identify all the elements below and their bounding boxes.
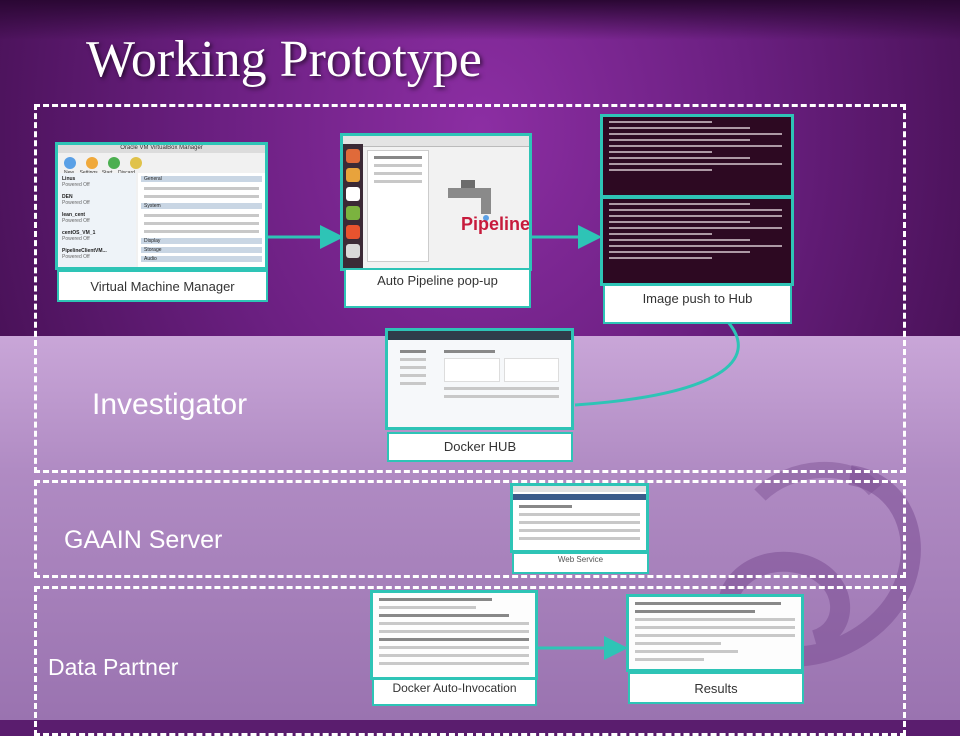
zone-label-investigator: Investigator bbox=[92, 388, 248, 421]
launcher-app-icon bbox=[346, 168, 360, 182]
launcher-app-icon bbox=[346, 149, 360, 163]
vm-section-general: General bbox=[141, 176, 262, 182]
vm-list-item: PipelineClientVM...Powered Off bbox=[62, 248, 107, 260]
launcher-app-icon bbox=[346, 244, 360, 258]
zone-investigator bbox=[34, 104, 906, 473]
launcher-app-icon bbox=[346, 206, 360, 220]
vm-section-system: System bbox=[141, 203, 262, 209]
zone-gaain-server bbox=[34, 480, 906, 578]
caption-image-push: Image push to Hub bbox=[603, 284, 792, 324]
new-vm-icon bbox=[64, 157, 76, 169]
caption-web-service: Web Service bbox=[512, 552, 649, 574]
pipeline-logo: Pipeline bbox=[461, 214, 531, 234]
vm-section-display: Display bbox=[141, 238, 262, 244]
terminal-screenshot-top bbox=[600, 114, 794, 198]
curve-push-to-hub bbox=[574, 321, 740, 407]
launcher-app-icon bbox=[346, 225, 360, 239]
zone-label-gaain-server: GAAIN Server bbox=[64, 526, 223, 554]
docker-auto-invocation-screenshot bbox=[370, 590, 538, 680]
flow-connectors bbox=[268, 225, 740, 660]
docker-hub-screenshot bbox=[385, 328, 574, 430]
web-service-screenshot bbox=[510, 483, 649, 553]
caption-auto-pipeline: Auto Pipeline pop-up bbox=[344, 268, 531, 308]
caption-docker-hub: Docker HUB bbox=[387, 432, 573, 462]
caption-results: Results bbox=[628, 672, 804, 704]
pipeline-tap-icon bbox=[448, 180, 491, 221]
ubuntu-launcher bbox=[343, 144, 363, 268]
vm-toolbar: New Settings Start Discard bbox=[64, 157, 174, 176]
zone-label-data-partner: Data Partner bbox=[48, 654, 179, 680]
results-screenshot bbox=[626, 594, 804, 672]
page-title: Working Prototype bbox=[86, 31, 482, 88]
terminal-screenshot-bottom bbox=[600, 196, 794, 286]
caption-docker-auto-invocation: Docker Auto-Invocation bbox=[372, 678, 537, 706]
vm-section-audio: Audio bbox=[141, 256, 262, 262]
launcher-app-icon bbox=[346, 187, 360, 201]
discard-icon bbox=[130, 157, 142, 169]
start-arrow-icon bbox=[108, 157, 120, 169]
vm-window-title: Oracle VM VirtualBox Manager bbox=[58, 145, 265, 153]
auto-pipeline-screenshot: Pipeline bbox=[340, 133, 532, 271]
caption-vm-manager: Virtual Machine Manager bbox=[57, 270, 268, 302]
settings-gear-icon bbox=[86, 157, 98, 169]
top-band bbox=[0, 0, 960, 40]
vm-details: General System Display Storage Audio bbox=[138, 173, 265, 267]
vm-section-storage: Storage bbox=[141, 247, 262, 253]
vm-manager-screenshot: Oracle VM VirtualBox Manager New Setting… bbox=[55, 142, 268, 270]
